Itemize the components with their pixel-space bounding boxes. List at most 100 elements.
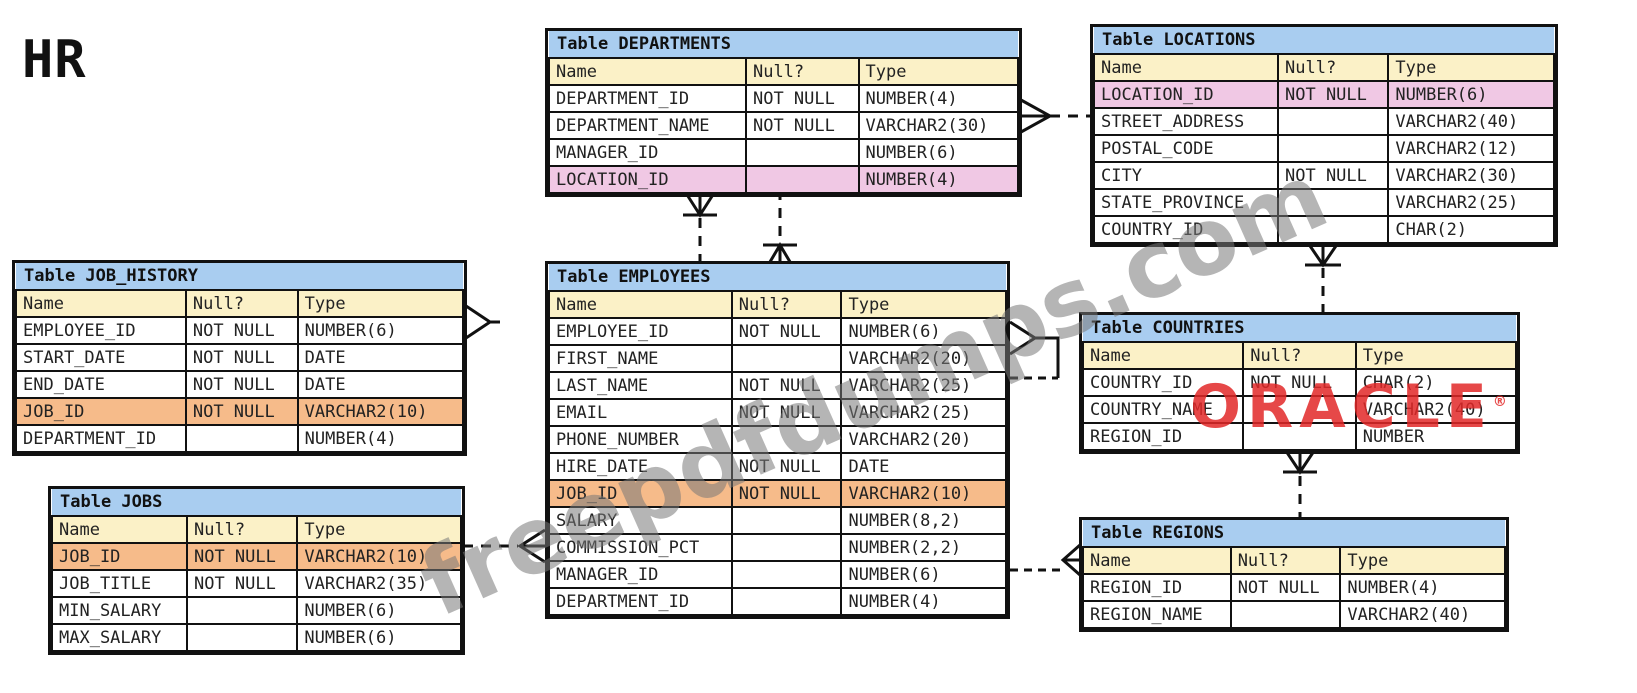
column-row: STATE_PROVINCE VARCHAR2(25) [1093,188,1555,217]
column-type: VARCHAR2(20) [840,344,1007,373]
column-name: REGION_ID [1081,422,1245,451]
column-type: VARCHAR2(30) [1387,161,1555,190]
column-nullability: NOT NULL [184,316,299,345]
column-type: NUMBER(4) [857,84,1020,113]
column-header: Null? [1276,53,1390,82]
table-caption: Table LOCATIONS [1094,27,1554,55]
column-name: STATE_PROVINCE [1093,188,1279,217]
table-caption: Table DEPARTMENTS [549,31,1018,59]
column-nullability [730,506,843,535]
column-header: Type [1387,53,1555,82]
column-name: LAST_NAME [548,371,733,400]
column-name: MAX_SALARY [51,623,188,652]
column-type: NUMBER(4) [840,587,1007,616]
column-nullability [1276,107,1390,136]
column-nullability: NOT NULL [184,370,299,399]
column-nullability [1276,188,1390,217]
column-header: Null? [185,515,299,544]
column-header: Name [51,515,188,544]
column-name: STREET_ADDRESS [1093,107,1279,136]
column-name: DEPARTMENT_ID [15,424,187,453]
column-type: CHAR(2) [1387,215,1555,244]
rel-departments-locations [1020,98,1054,134]
column-type: NUMBER(8,2) [840,506,1007,535]
column-name: REGION_ID [1082,573,1232,602]
column-row: COUNTRY_ID CHAR(2) [1093,215,1555,244]
column-name: DEPARTMENT_ID [548,84,747,113]
schema-title: HR [22,30,87,90]
rel-jobs-employees [517,528,546,564]
column-nullability [730,344,843,373]
column-type: NUMBER(2,2) [840,533,1007,562]
column-type: VARCHAR2(25) [1387,188,1555,217]
column-nullability: NOT NULL [730,398,843,427]
column-type: VARCHAR2(40) [1387,107,1555,136]
column-nullability: NOT NULL [1276,161,1390,190]
column-header: Name [15,289,187,318]
column-row: DEPARTMENT_ID NUMBER(4) [548,587,1007,616]
column-type: NUMBER(4) [857,165,1020,194]
column-name: COUNTRY_ID [1093,215,1279,244]
column-name: DEPARTMENT_NAME [548,111,747,140]
column-header: Null? [184,289,299,318]
column-nullability [744,138,860,167]
column-nullability [1276,215,1390,244]
column-name: COUNTRY_ID [1081,368,1245,397]
column-type: VARCHAR2(30) [857,111,1020,140]
table-caption: Table EMPLOYEES [549,264,1006,292]
column-header: Name [1093,53,1279,82]
column-type: NUMBER(6) [296,623,462,652]
column-nullability [1229,600,1342,629]
column-name: JOB_ID [51,542,188,571]
table-caption: Table JOBS [52,489,461,517]
column-header: Name [1082,546,1232,575]
column-header: Type [1339,546,1506,575]
column-type: VARCHAR2(35) [296,569,462,598]
column-name: CITY [1093,161,1279,190]
column-type: NUMBER [1354,422,1518,451]
column-nullability: NOT NULL [744,84,860,113]
column-row: REGION_ID NUMBER [1081,422,1518,451]
column-type: VARCHAR2(25) [840,371,1007,400]
column-name: LOCATION_ID [1093,80,1279,109]
column-header: Null? [1229,546,1342,575]
column-nullability: NOT NULL [730,371,843,400]
column-header: Name [1081,341,1245,370]
column-nullability [730,425,843,454]
column-name: FIRST_NAME [548,344,733,373]
column-name: DEPARTMENT_ID [548,587,733,616]
column-nullability: NOT NULL [730,479,843,508]
column-type: NUMBER(6) [1387,80,1555,109]
column-type: DATE [840,452,1007,481]
column-type: CHAR(2) [1354,368,1518,397]
column-type: VARCHAR2(10) [296,397,465,426]
column-header: Name [548,57,747,86]
column-type: VARCHAR2(12) [1387,134,1555,163]
column-nullability: NOT NULL [185,569,299,598]
column-type: NUMBER(6) [296,596,462,625]
